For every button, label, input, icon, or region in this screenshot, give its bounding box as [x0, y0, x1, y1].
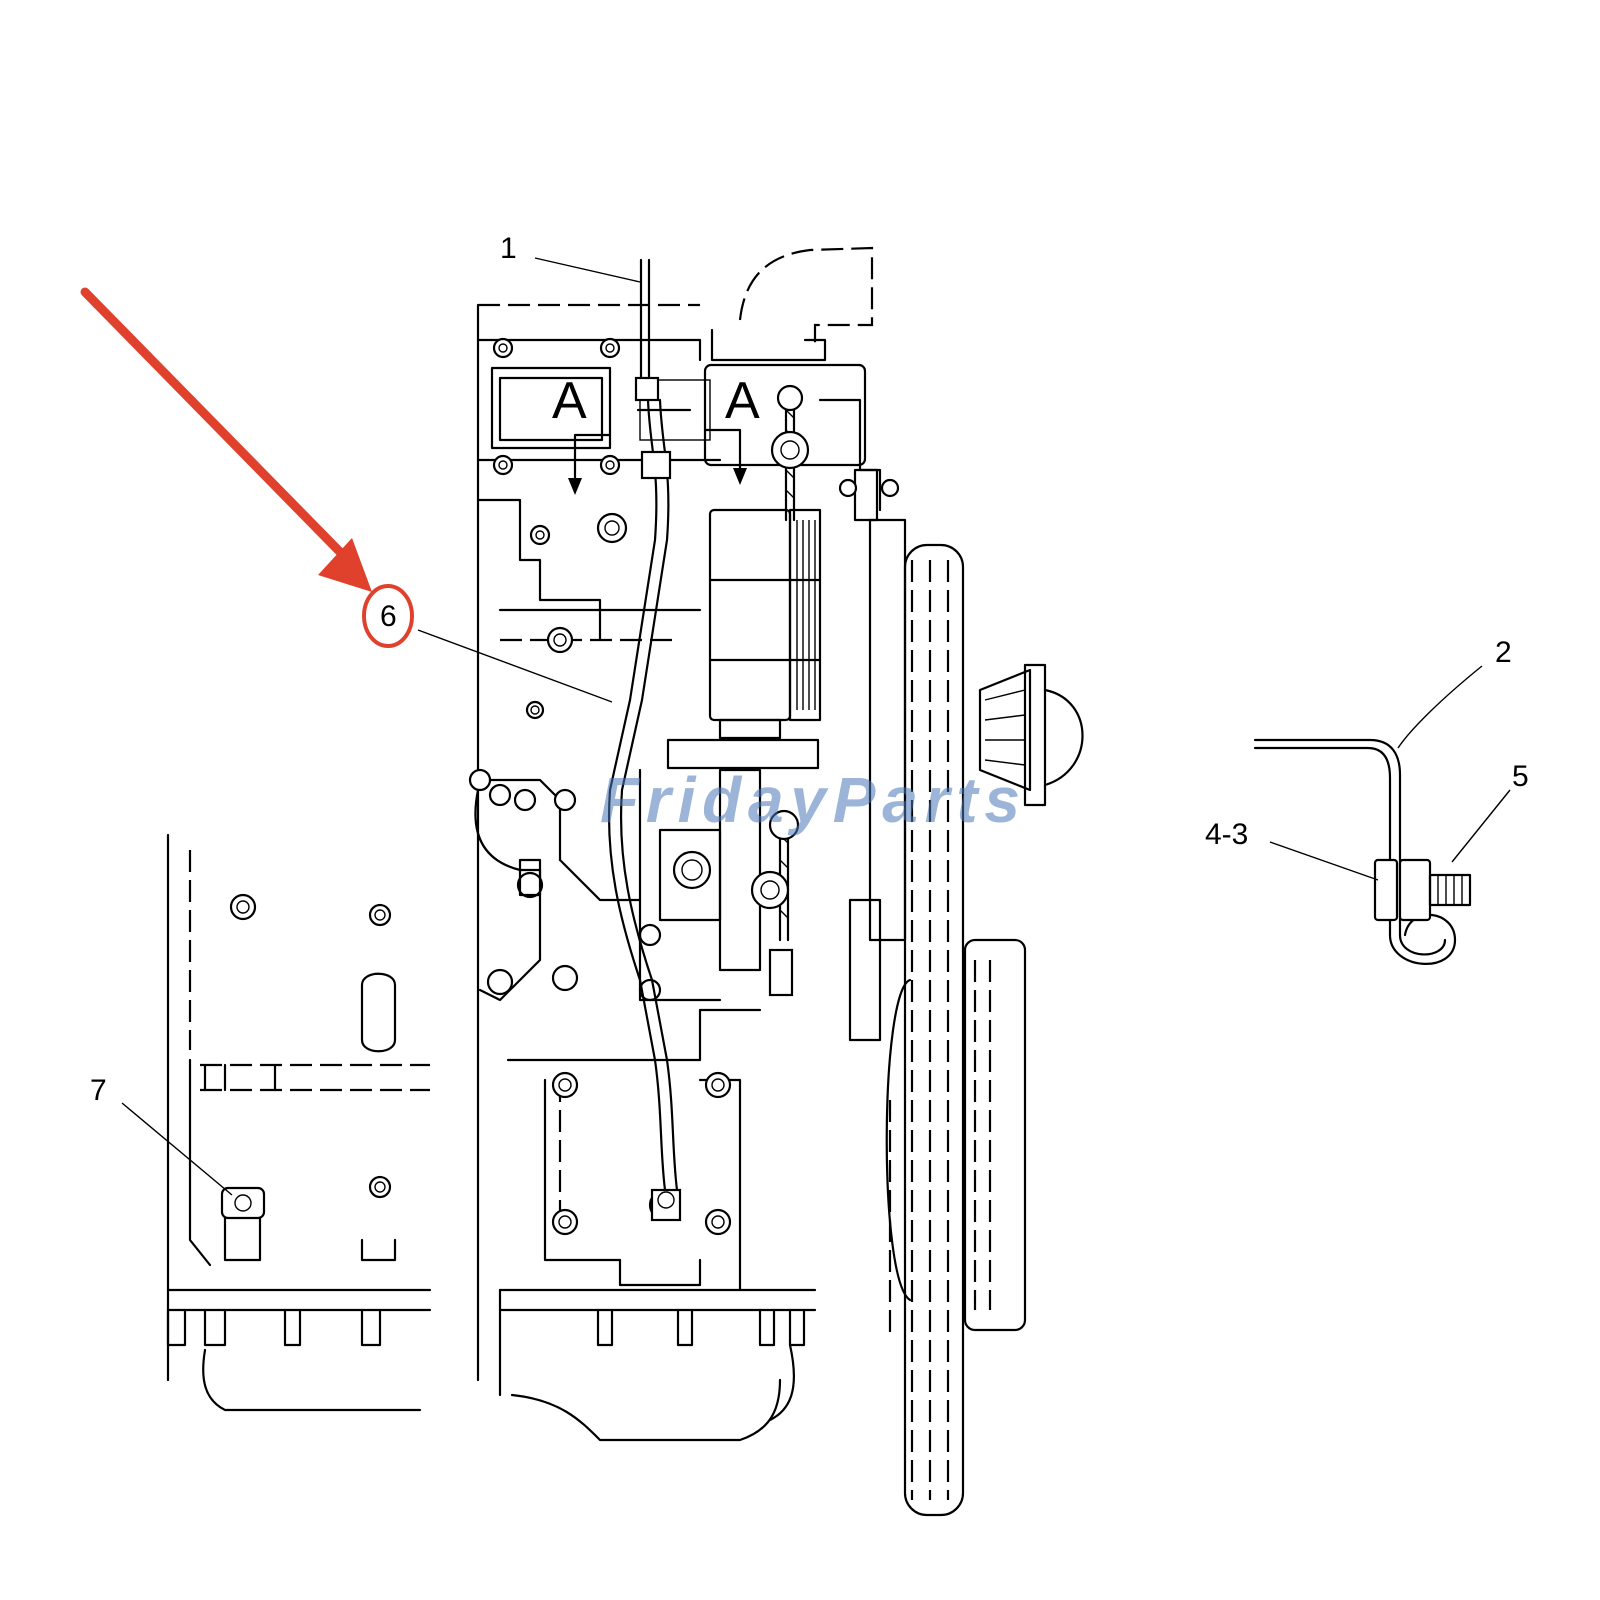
callout-1: 1 — [500, 232, 517, 265]
lower-block-cutaway — [166, 833, 432, 1412]
oil-level-gauge-tube — [607, 258, 692, 1222]
highlight-circle — [362, 584, 414, 648]
clamp-detail — [1253, 738, 1472, 965]
pointer-arrow — [80, 287, 345, 557]
leader-lines — [121, 257, 1511, 1196]
callout-5: 5 — [1512, 760, 1529, 793]
alternator — [703, 363, 900, 997]
callout-4-3: 4-3 — [1205, 818, 1248, 851]
watermark: FridayParts — [600, 764, 1020, 836]
highlight-annotation — [80, 287, 414, 648]
water-outlet-elbow — [710, 246, 874, 362]
fan-drive — [848, 518, 1084, 1517]
section-marker-left: A — [552, 372, 587, 430]
section-marker-right: A — [725, 372, 760, 430]
callout-6: 6 — [380, 600, 397, 633]
engine-block — [468, 303, 820, 1442]
callout-7: 7 — [90, 1074, 107, 1107]
section-view-markers — [568, 428, 747, 495]
callout-2: 2 — [1495, 636, 1512, 669]
pointer-arrowhead — [318, 538, 372, 592]
